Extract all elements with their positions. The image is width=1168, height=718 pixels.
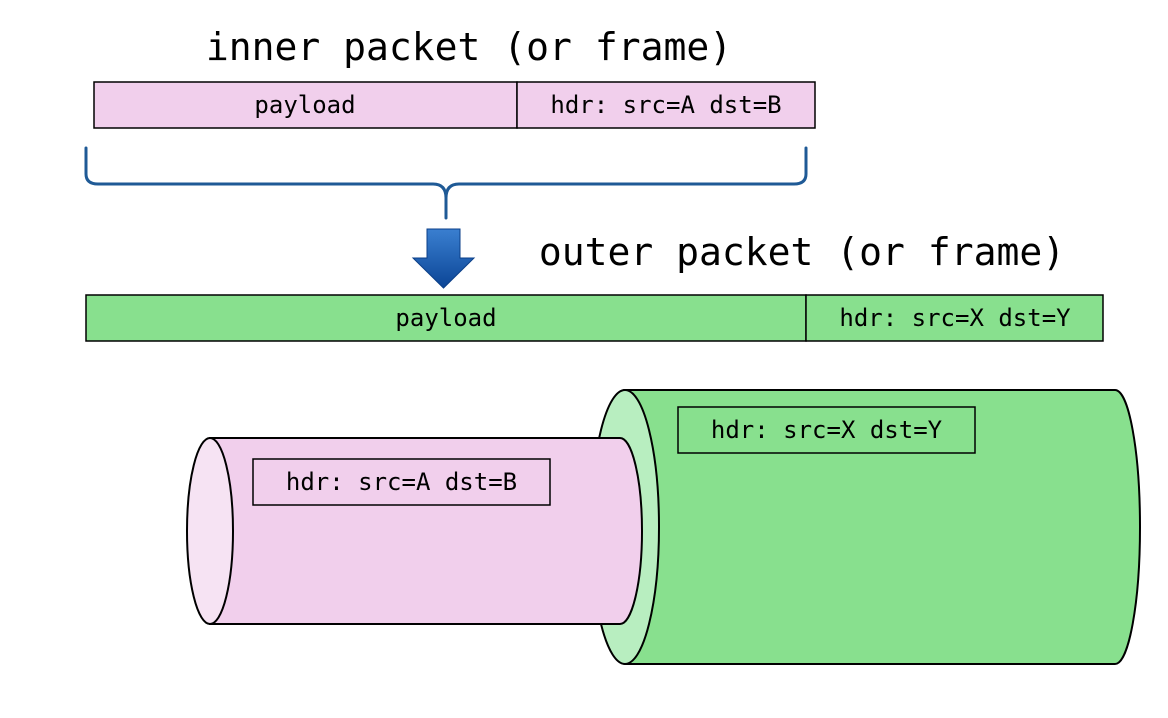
tunnel-illustration: hdr: src=X dst=Y hdr: src=A dst=B bbox=[186, 389, 1141, 665]
outer-packet: payload hdr: src=X dst=Y bbox=[85, 294, 1104, 342]
curly-brace bbox=[84, 146, 808, 220]
tunnel-outer-header-label: hdr: src=X dst=Y bbox=[711, 416, 943, 444]
outer-payload-label: payload bbox=[395, 304, 496, 332]
inner-cylinder-opening bbox=[186, 437, 234, 625]
tunnel-outer-header-box bbox=[677, 406, 976, 454]
inner-packet: payload hdr: src=A dst=B bbox=[93, 81, 816, 129]
inner-payload-cell bbox=[93, 81, 518, 129]
inner-payload-label: payload bbox=[254, 91, 355, 119]
outer-packet-title: outer packet (or frame) bbox=[539, 230, 1065, 274]
arrow-down-icon bbox=[411, 228, 476, 289]
tunnel-inner-header-box bbox=[252, 458, 551, 506]
inner-header-cell bbox=[516, 81, 816, 129]
tunnel-inner-header-label: hdr: src=A dst=B bbox=[286, 468, 517, 496]
inner-header-label: hdr: src=A dst=B bbox=[550, 91, 781, 119]
outer-header-label: hdr: src=X dst=Y bbox=[839, 304, 1071, 332]
outer-header-cell bbox=[805, 294, 1104, 342]
outer-payload-cell bbox=[85, 294, 807, 342]
inner-packet-title: inner packet (or frame) bbox=[206, 25, 732, 69]
